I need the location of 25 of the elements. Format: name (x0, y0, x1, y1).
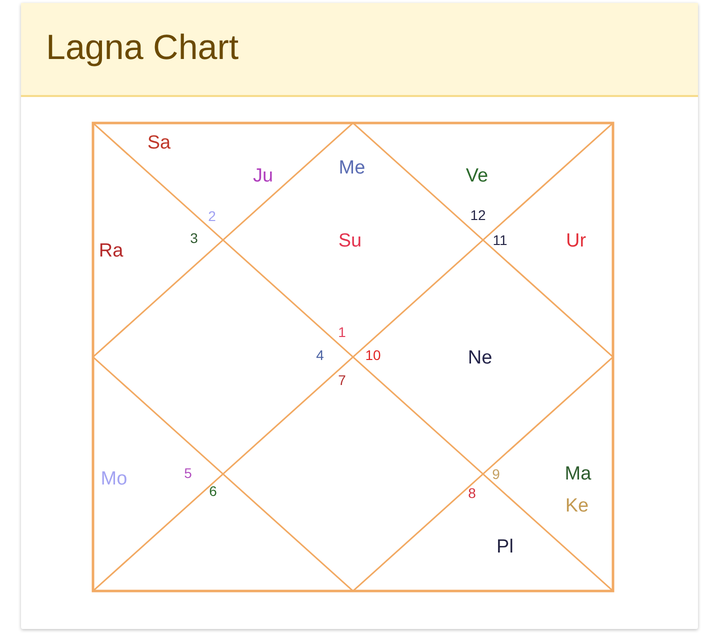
planet-abbreviation: Ra (98, 242, 124, 260)
chart-title: Lagna Chart (46, 28, 239, 68)
sign-number: 10 (365, 348, 381, 362)
sign-number: 7 (338, 373, 346, 387)
planet-abbreviation: Ju (252, 166, 274, 186)
sign-number: 2 (208, 209, 216, 223)
planet-abbreviation: Su (338, 232, 362, 250)
planet-abbreviation: Ur (566, 232, 586, 250)
planet-abbreviation: Ma (564, 464, 592, 484)
sign-number: 3 (190, 231, 198, 245)
sign-number: 12 (470, 208, 486, 222)
planet-abbreviation: Sa (147, 134, 171, 152)
planet-abbreviation: Ve (466, 166, 488, 186)
sign-number: 11 (492, 233, 508, 247)
planet-abbreviation: Me (338, 158, 366, 178)
planet-abbreviation: Pl (496, 538, 514, 556)
planet-abbreviation: Ne (468, 348, 492, 368)
sign-number: 4 (316, 348, 324, 362)
sign-number: 5 (184, 466, 192, 480)
planet-abbreviation: Ke (565, 496, 589, 516)
sign-number: 6 (209, 484, 217, 498)
planet-abbreviation: Mo (100, 470, 128, 488)
sign-number: 9 (492, 467, 500, 481)
sign-number: 1 (338, 325, 346, 339)
sign-number: 8 (468, 486, 476, 500)
